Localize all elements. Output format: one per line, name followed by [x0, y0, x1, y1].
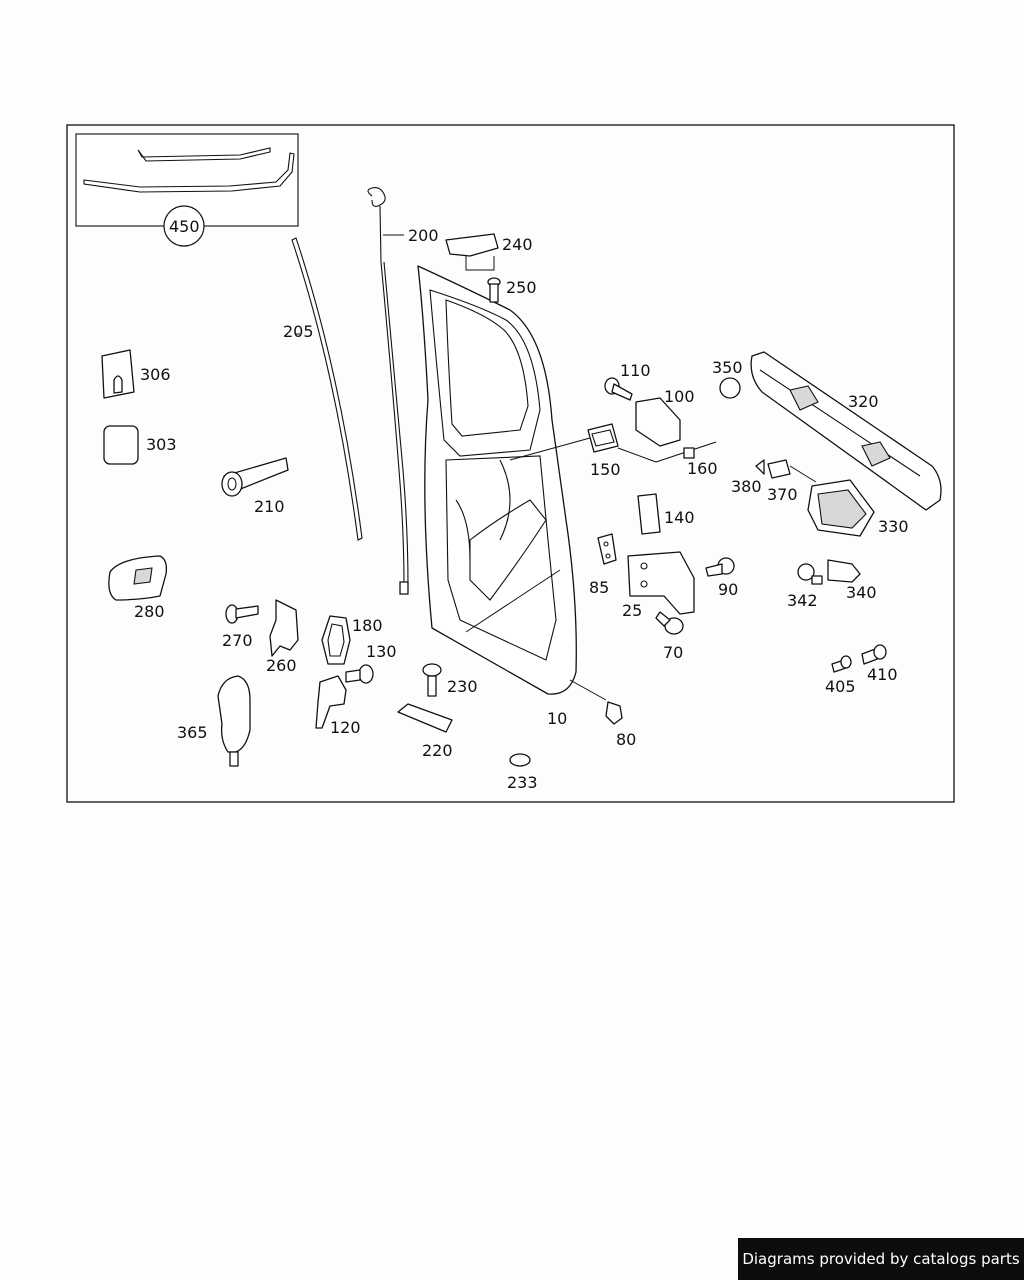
door-shell-10	[417, 265, 577, 695]
label-80: 80	[616, 730, 636, 749]
cover-280	[108, 555, 168, 601]
label-150: 150	[590, 460, 621, 479]
label-306: 306	[140, 365, 171, 384]
bolt-110	[604, 377, 633, 401]
label-370: 370	[767, 485, 798, 504]
label-260: 260	[266, 656, 297, 675]
label-220: 220	[422, 741, 453, 760]
striker-100	[635, 397, 681, 447]
label-303: 303	[146, 435, 177, 454]
label-110: 110	[620, 361, 651, 380]
nut-350	[719, 377, 741, 399]
hinge-25	[627, 551, 695, 615]
bulb-340	[827, 559, 861, 583]
screw-270	[225, 604, 259, 624]
pad-303	[103, 425, 139, 465]
clip-380	[755, 459, 765, 475]
plug-233	[509, 753, 531, 767]
label-130: 130	[366, 642, 397, 661]
bracket-260	[269, 599, 299, 657]
label-330: 330	[878, 517, 909, 536]
bracket-240	[445, 233, 499, 271]
label-342: 342	[787, 591, 818, 610]
label-340: 340	[846, 583, 877, 602]
handle-panel-320	[750, 351, 942, 511]
diagram-frame	[66, 124, 955, 803]
bolt-230	[422, 663, 442, 697]
profile-210	[221, 457, 289, 497]
screw-405	[831, 655, 852, 673]
bulb-342	[797, 563, 823, 585]
label-210: 210	[254, 497, 285, 516]
label-365: 365	[177, 723, 208, 742]
label-240: 240	[502, 235, 533, 254]
bracket-80	[605, 701, 623, 725]
label-10: 10	[547, 709, 567, 728]
seal-strip-205	[291, 237, 363, 541]
label-90: 90	[718, 580, 738, 599]
label-250: 250	[506, 278, 537, 297]
label-280: 280	[134, 602, 165, 621]
label-25: 25	[622, 601, 642, 620]
connector-370	[767, 459, 791, 479]
label-70: 70	[663, 643, 683, 662]
inner-handle-120	[315, 675, 347, 729]
hinge-140	[637, 493, 661, 535]
label-120: 120	[330, 718, 361, 737]
lamp-330	[807, 479, 875, 537]
attribution-text: Diagrams provided by catalogs parts	[742, 1250, 1020, 1268]
grommet-180	[321, 615, 351, 665]
label-380: 380	[731, 477, 762, 496]
rod-200	[367, 187, 409, 595]
bolt-70	[655, 611, 684, 635]
attribution-footer: Diagrams provided by catalogs parts	[738, 1238, 1024, 1280]
clip-306	[101, 349, 135, 399]
label-140: 140	[664, 508, 695, 527]
bolt-250	[487, 277, 501, 303]
screw-130	[345, 664, 374, 684]
boot-365	[217, 675, 251, 767]
pin-160	[655, 441, 717, 463]
inset-seal-450	[75, 133, 299, 247]
label-320: 320	[848, 392, 879, 411]
label-405: 405	[825, 677, 856, 696]
label-100: 100	[664, 387, 695, 406]
label-200: 200	[408, 226, 439, 245]
label-410: 410	[867, 665, 898, 684]
bolt-90	[705, 557, 735, 577]
plate-220	[397, 703, 453, 733]
plate-85	[597, 533, 617, 565]
label-233: 233	[507, 773, 538, 792]
label-230: 230	[447, 677, 478, 696]
label-450: 450	[169, 217, 200, 236]
label-350: 350	[712, 358, 743, 377]
label-180: 180	[352, 616, 383, 635]
catch-150	[509, 423, 657, 463]
label-270: 270	[222, 631, 253, 650]
screw-410	[861, 644, 887, 665]
label-160: 160	[687, 459, 718, 478]
label-205: 205	[283, 322, 314, 341]
label-85: 85	[589, 578, 609, 597]
